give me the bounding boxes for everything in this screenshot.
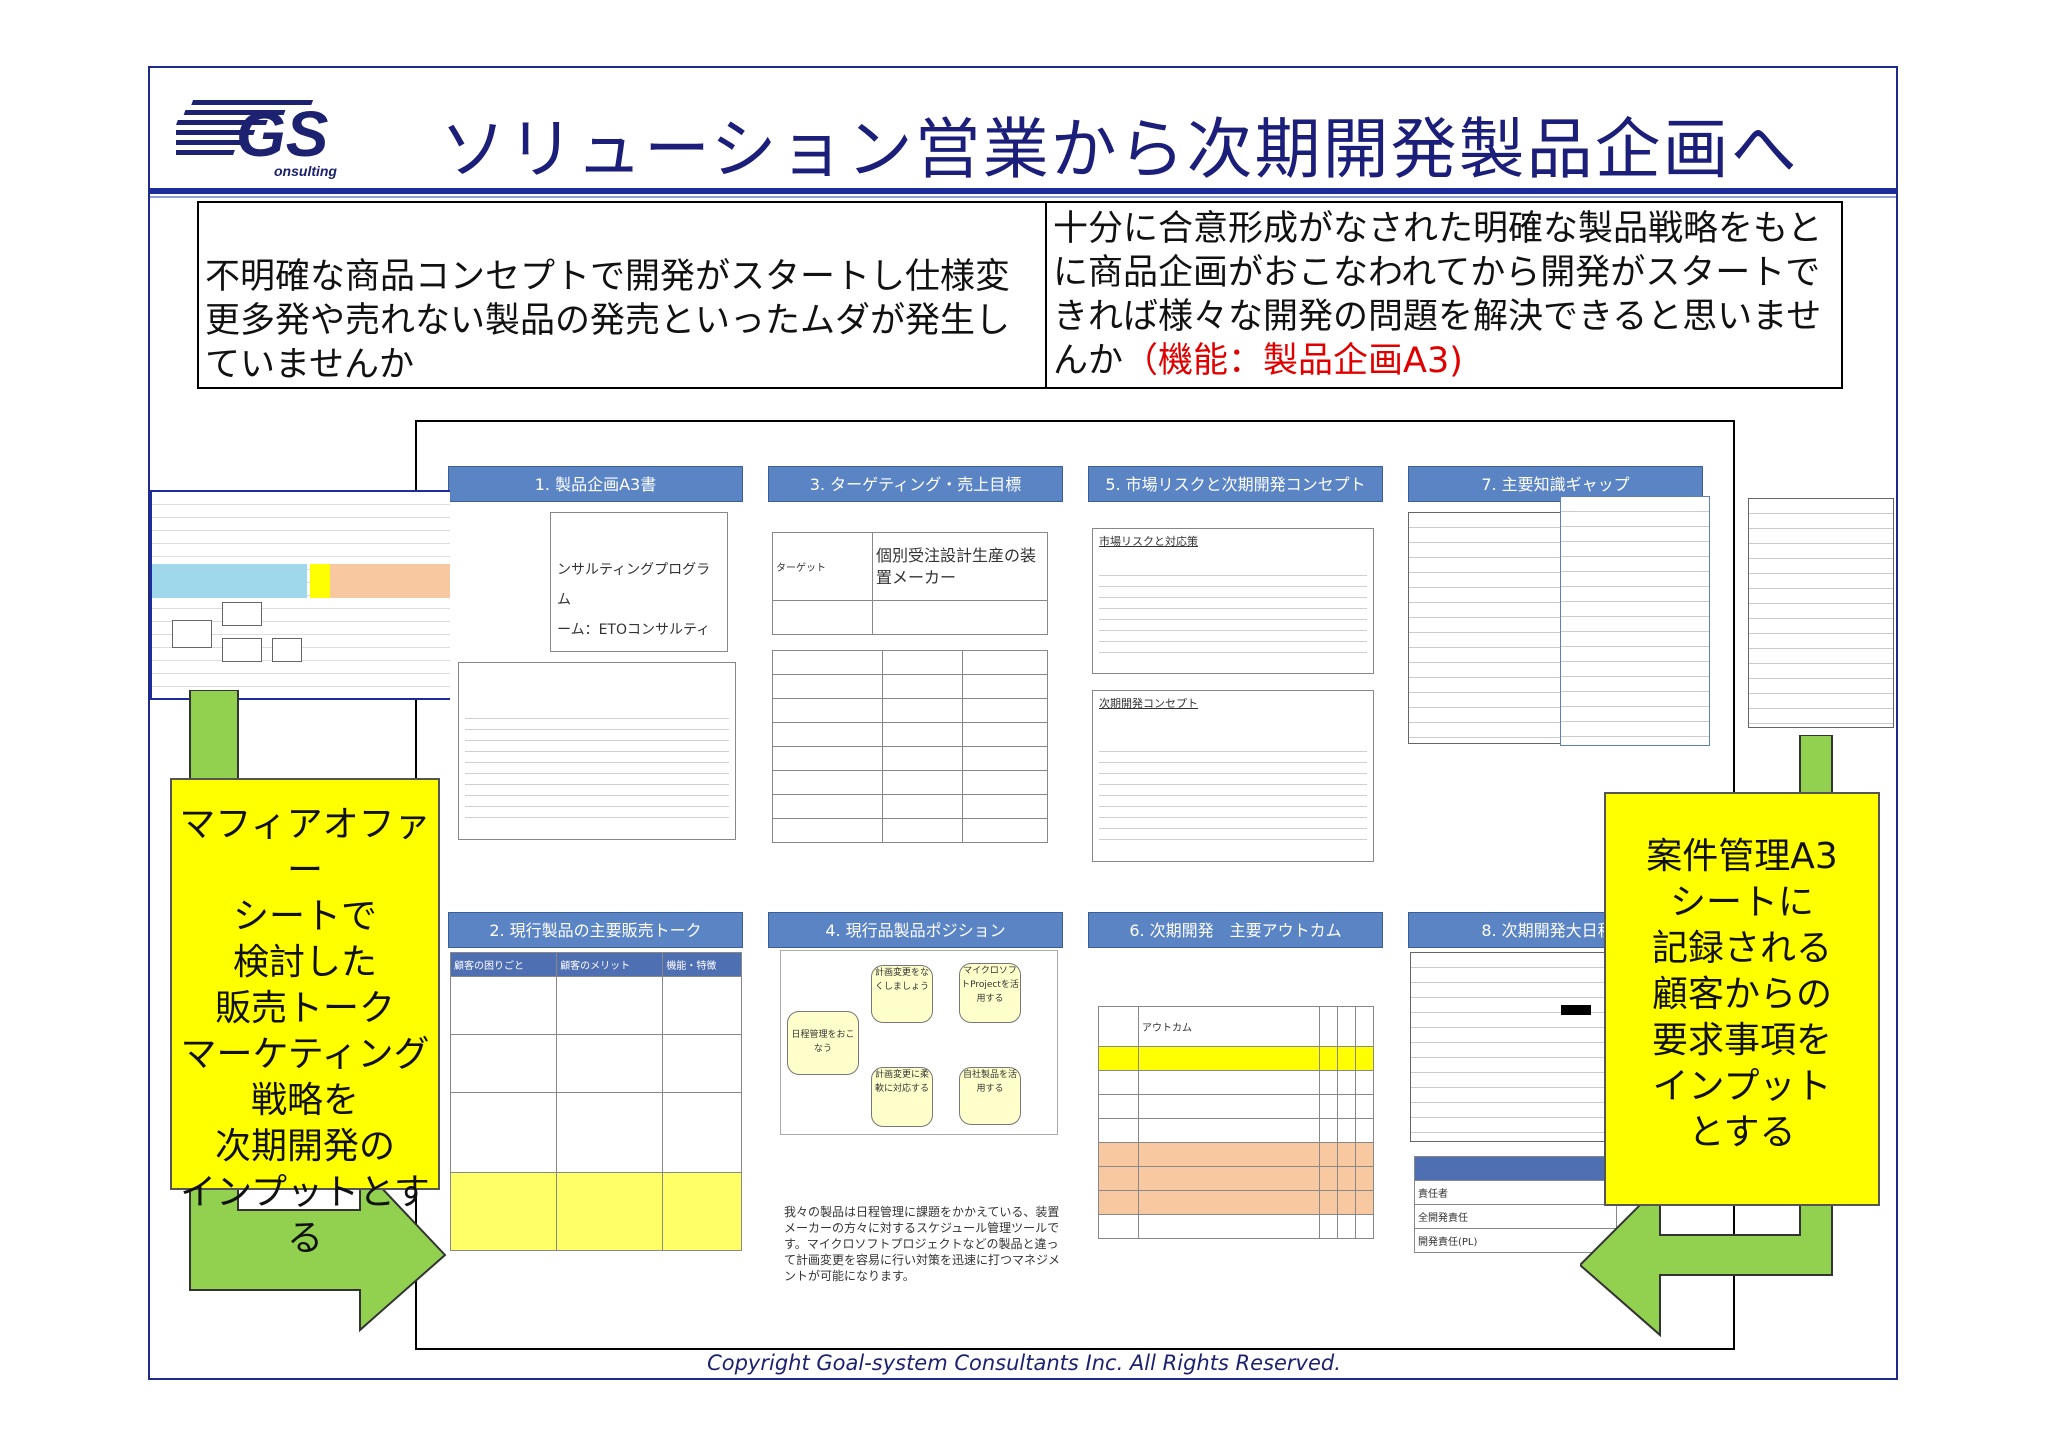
schedule-bar xyxy=(1561,1005,1591,1015)
solution-statement: 十分に合意形成がなされた明確な製品戦略をもとに商品企画がおこなわれてから開発がス… xyxy=(1045,201,1843,389)
thumb-cell-orange-wide xyxy=(330,564,450,598)
right-callout-line: 案件管理A3 xyxy=(1646,836,1838,877)
thumb-cell-blue xyxy=(152,564,307,598)
right-callout-line: とする xyxy=(1688,1112,1796,1153)
panel-3-sales-table xyxy=(772,650,1048,843)
page-title: ソリューション営業から次期開発製品企画へ xyxy=(440,111,1799,188)
panel-5-risk-box: 市場リスクと対応策 xyxy=(1092,528,1374,674)
thumb-flow-box xyxy=(222,602,262,626)
right-callout-line: 記録される xyxy=(1651,928,1832,969)
right-callout-line: シートに xyxy=(1669,882,1814,923)
right-callout-line: 顧客からの xyxy=(1651,974,1832,1015)
panel-header-1: 1. 製品企画A3書 xyxy=(448,466,743,502)
left-callout-line: インプットとする xyxy=(180,1172,430,1259)
panel-2-col-2: 顧客のメリット xyxy=(556,952,664,977)
panel-7-side-sheet xyxy=(1748,498,1894,728)
panel-6-col: アウトカム xyxy=(1138,1006,1320,1047)
panel-4-node-3: 日程管理をおこなう xyxy=(787,1011,859,1075)
panel-header-6: 6. 次期開発 主要アウトカム xyxy=(1088,912,1383,948)
thumb-right-part xyxy=(330,490,450,700)
right-callout-line: インプット xyxy=(1652,1066,1832,1107)
panel-4-node-4: 計画変更に柔軟に対応する xyxy=(871,1067,933,1127)
panel-5-concept-title: 次期開発コンセプト xyxy=(1099,697,1198,710)
panel-1-program-box: ンサルティングプログラム ーム：ETOコンサルティン V2 xyxy=(550,512,728,652)
left-callout-line: 戦略を xyxy=(250,1080,359,1121)
panel-1-line-2: ーム：ETOコンサルティン xyxy=(557,622,711,638)
thumb-flow-box xyxy=(172,620,212,648)
panel-header-5: 5. 市場リスクと次期開発コンセプト xyxy=(1088,466,1383,502)
role-1: 責任者 xyxy=(1413,1180,1618,1205)
left-callout-line: 次期開発の xyxy=(214,1126,395,1167)
left-callout-line: シートで xyxy=(232,896,377,937)
right-callout-line: 要求事項を xyxy=(1651,1020,1832,1061)
problem-statement: 不明確な商品コンセプトで開発がスタートし仕様変更多発や売れない製品の発売といった… xyxy=(197,201,1047,389)
panel-3-target-value: 個別受注設計生産の装置メーカー xyxy=(872,532,1048,601)
thumb-flow-box xyxy=(222,638,262,662)
panel-2-col-3: 機能・特徴 xyxy=(662,952,742,977)
title-divider xyxy=(150,188,1896,194)
panel-4-node-5: 自社製品を活用する xyxy=(959,1067,1021,1125)
left-callout-line: マーケティング xyxy=(180,1034,430,1075)
copyright-footer: Copyright Goal-system Consultants Inc. A… xyxy=(707,1351,1341,1375)
left-callout-line: 販売トーク xyxy=(214,988,395,1029)
panel-4-caption: 我々の製品は日程管理に課題をかかえている、装置メーカーの方々に対するスケジュール… xyxy=(784,1205,1061,1283)
thumb-flow-box xyxy=(272,638,302,662)
panel-header-3: 3. ターゲティング・売上目標 xyxy=(768,466,1063,502)
panel-4-node-2: マイクロソフトProjectを活用する xyxy=(959,963,1021,1023)
role-3: 開発責任(PL) xyxy=(1413,1228,1618,1253)
panel-1-line-1: ンサルティングプログラム xyxy=(557,562,711,608)
solution-text: 十分に合意形成がなされた明確な製品戦略をもとに商品企画がおこなわれてから開発がス… xyxy=(1053,209,1823,381)
left-callout-line: 検討した xyxy=(232,942,377,983)
panel-5-concept-box: 次期開発コンセプト xyxy=(1092,690,1374,862)
gs-consulting-logo: GS onsulting xyxy=(176,98,337,179)
logo-subtext: onsulting xyxy=(274,163,337,179)
panel-4-node-1: 計画変更をなくしましょう xyxy=(871,965,933,1023)
panel-7-overlay-sheet xyxy=(1560,496,1710,746)
panel-3-target-table: ターゲット個別受注設計生産の装置メーカー xyxy=(772,532,1048,635)
panel-1-description xyxy=(458,662,736,840)
panel-header-2: 2. 現行製品の主要販売トーク xyxy=(448,912,743,948)
left-callout: マフィアオファー シートで 検討した 販売トーク マーケティング 戦略を 次期開… xyxy=(170,778,440,1259)
panel-header-4: 4. 現行品製品ポジション xyxy=(768,912,1063,948)
panel-2-talk-table: 顧客の困りごと顧客のメリット機能・特徴 xyxy=(449,952,742,1251)
panel-2-col-1: 顧客の困りごと xyxy=(449,952,558,977)
title-divider-thin xyxy=(150,196,1896,198)
logo-text: GS xyxy=(236,98,329,170)
panel-5-risk-title: 市場リスクと対応策 xyxy=(1099,535,1198,548)
solution-highlight: （機能：製品企画A3) xyxy=(1123,341,1463,381)
right-callout: 案件管理A3 シートに 記録される 顧客からの 要求事項を インプット とする xyxy=(1604,792,1880,1206)
left-callout-line: マフィアオファー xyxy=(179,804,431,891)
panel-4-position-diagram: 計画変更をなくしましょう マイクロソフトProjectを活用する 日程管理をおこ… xyxy=(780,950,1058,1135)
panel-3-target-label: ターゲット xyxy=(772,532,873,601)
panel-6-outcome-table: アウトカム xyxy=(1098,1006,1374,1239)
